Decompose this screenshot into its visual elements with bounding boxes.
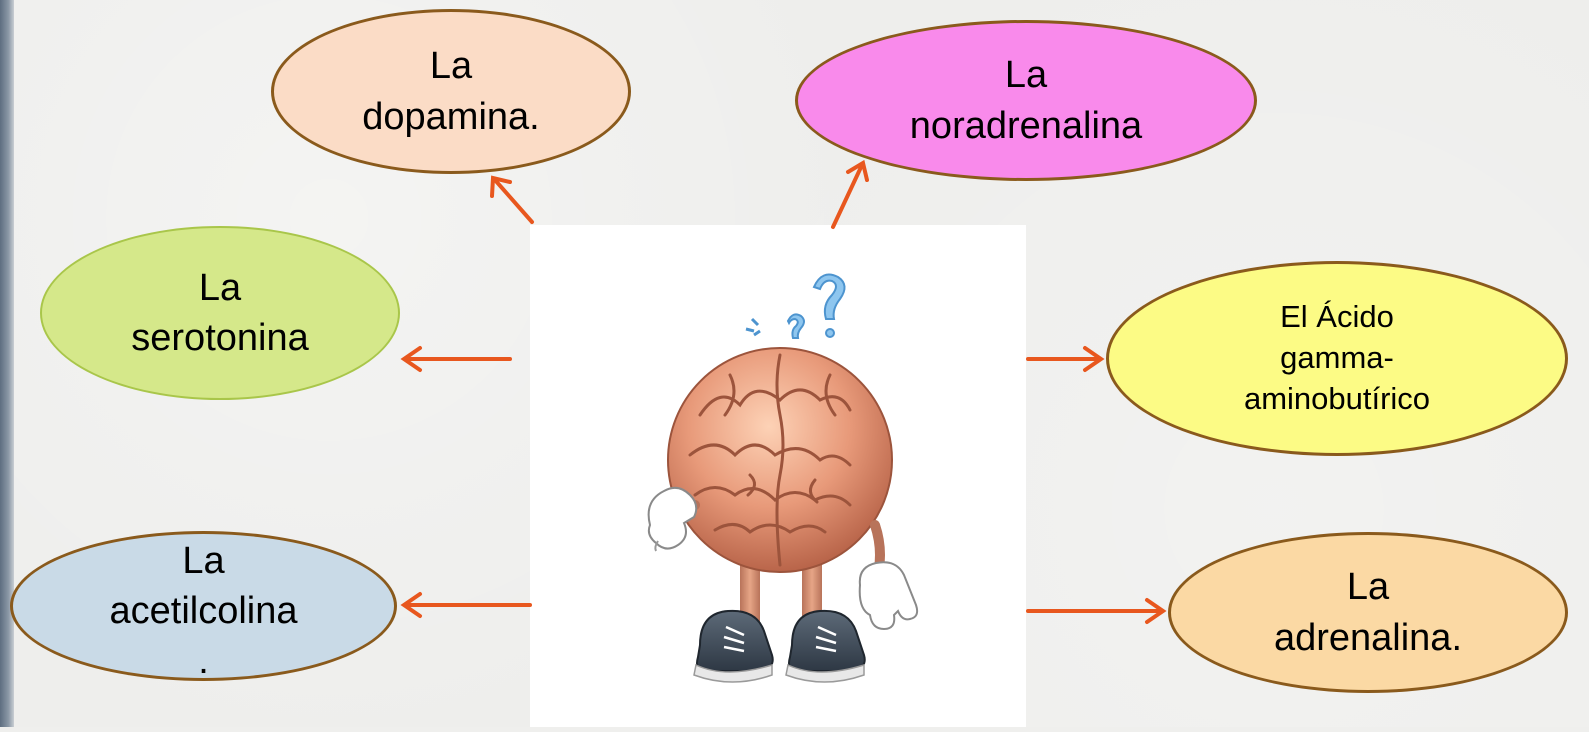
arrowhead-adrenalina [1145,598,1167,624]
arrowhead-dopamina [490,175,512,198]
node-dopamina-label: La dopamina. [362,45,540,138]
brain-body [667,347,893,573]
arrow-to-dopamina [493,178,534,224]
right-arm-glove [858,520,919,631]
node-noradrenalina: La noradrenalina [795,20,1257,181]
node-serotonina-label: La serotonina [131,266,309,359]
node-adrenalina-label: La adrenalina. [1273,566,1463,659]
center-image-card [530,225,1026,727]
arrowhead-serotonina [400,346,422,372]
node-adrenalina: La adrenalina. [1168,532,1568,693]
arrowhead-acetilcolina [400,592,422,618]
sneakers [693,609,866,683]
node-gaba: El Ácido gamma- aminobutírico [1106,261,1568,456]
left-arm-glove [647,486,700,552]
node-noradrenalina-label: La noradrenalina [909,54,1143,147]
node-serotonina: La serotonina [40,226,400,400]
node-gaba-label: El Ácido gamma- aminobutírico [1243,299,1431,416]
thinking-brain-character-icon [647,273,919,683]
node-acetilcolina-label: La acetilcolina . [109,540,298,681]
node-dopamina: La dopamina. [271,9,631,174]
arrow-to-noradrenalina [831,163,864,229]
node-acetilcolina: La acetilcolina . [10,531,397,681]
slide-left-edge [0,0,14,727]
arrowhead-noradrenalina [846,159,869,182]
arrowhead-gaba [1083,346,1105,372]
